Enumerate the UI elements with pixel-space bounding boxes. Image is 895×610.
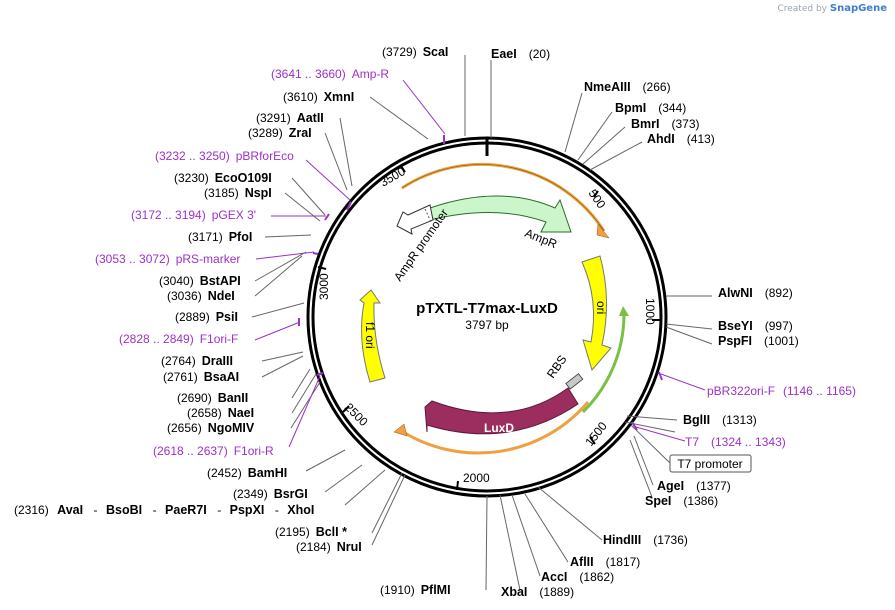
- orange-arc-top-inner: [401, 164, 605, 232]
- credit-prefix: Created by: [777, 4, 827, 14]
- green-arc: [581, 314, 626, 414]
- t7-promoter-label: T7 promoter: [677, 457, 742, 471]
- multi-site-leader: [344, 469, 386, 506]
- t7-promoter-box: [669, 454, 752, 473]
- svg-text:(3053 .. 3072)pRS-marker: (3053 .. 3072)pRS-marker: [95, 252, 240, 266]
- svg-text:(2656)NgoMIV: (2656)NgoMIV: [167, 421, 255, 435]
- svg-text:SpeI(1386): SpeI(1386): [645, 494, 718, 508]
- ori-label: ori: [594, 301, 608, 314]
- svg-text:BglII(1313): BglII(1313): [683, 413, 757, 427]
- svg-text:BseYI(997): BseYI(997): [718, 319, 793, 333]
- svg-text:(2184)NruI: (2184)NruI: [296, 540, 362, 554]
- svg-text:AhdI(413): AhdI(413): [647, 132, 715, 146]
- svg-text:AflII(1817): AflII(1817): [570, 555, 640, 569]
- svg-text:(3641 .. 3660)Amp-R: (3641 .. 3660)Amp-R: [271, 67, 389, 81]
- enzyme-leaders: [251, 55, 713, 591]
- svg-text:NmeAIII(266): NmeAIII(266): [584, 80, 671, 94]
- svg-text:AlwNI(892): AlwNI(892): [718, 286, 793, 300]
- svg-text:(3230)EcoO109I: (3230)EcoO109I: [174, 171, 272, 185]
- svg-text:pBR322ori-F(1146 .. 1165): pBR322ori-F(1146 .. 1165): [707, 384, 856, 398]
- svg-text:(3232 .. 3250)pBRforEco: (3232 .. 3250)pBRforEco: [155, 149, 294, 163]
- svg-text:(3185)NspI: (3185)NspI: [204, 186, 272, 200]
- svg-text:BpmI(344): BpmI(344): [615, 101, 686, 115]
- snapgene-logo: SnapGene: [829, 3, 887, 14]
- luxd-arrow: [424, 387, 579, 435]
- svg-text:AccI(1862): AccI(1862): [541, 570, 614, 584]
- svg-text:(1910)PflMI: (1910)PflMI: [380, 583, 451, 597]
- svg-text:(2349)BsrGI: (2349)BsrGI: [233, 487, 308, 501]
- svg-text:(2690)BanII: (2690)BanII: [177, 391, 248, 405]
- snapgene-credit: Created by SnapGene: [777, 3, 887, 14]
- svg-text:HindIII(1736): HindIII(1736): [603, 533, 688, 547]
- tick-label-3000: 3000: [317, 273, 331, 300]
- svg-text:(2889)PsiI: (2889)PsiI: [175, 310, 238, 324]
- svg-text:(3289)ZraI: (3289)ZraI: [248, 126, 312, 140]
- svg-text:PspFI(1001): PspFI(1001): [718, 334, 799, 348]
- rbs-label: RBS: [544, 352, 570, 380]
- svg-text:(3729)ScaI: (3729)ScaI: [382, 45, 448, 59]
- rbs-box: [565, 373, 584, 390]
- primer-marks: [298, 135, 663, 431]
- green-arc-head: [619, 306, 629, 316]
- svg-text:(3172 .. 3194)pGEX 3': (3172 .. 3194)pGEX 3': [131, 208, 256, 222]
- svg-text:EaeI(20): EaeI(20): [491, 47, 550, 61]
- ampr-arrow: [429, 195, 572, 233]
- svg-text:(3036)NdeI: (3036)NdeI: [167, 289, 235, 303]
- svg-text:(2828 .. 2849)F1ori-F: (2828 .. 2849)F1ori-F: [119, 332, 238, 346]
- svg-text:(3040)BstAPI: (3040)BstAPI: [159, 274, 241, 288]
- plasmid-size: 3797 bp: [465, 318, 509, 332]
- ampr-promoter-arrow: [396, 204, 434, 235]
- svg-text:(2618 .. 2637)F1ori-R: (2618 .. 2637)F1ori-R: [153, 444, 274, 458]
- svg-text:AgeI(1377): AgeI(1377): [657, 479, 731, 493]
- luxd-label: LuxD: [484, 421, 514, 435]
- orange-arc-bottom-head: [393, 423, 408, 437]
- svg-text:(3291)AatII: (3291)AatII: [256, 111, 324, 125]
- svg-text:(2761)BsaAI: (2761)BsaAI: [163, 370, 239, 384]
- orange-arc-bottom: [399, 401, 590, 455]
- primer-labels: (3641 .. 3660)Amp-R (3232 .. 3250)pBRfor…: [95, 67, 856, 458]
- primer-leaders: [254, 79, 706, 448]
- tick-marks: [317, 165, 660, 491]
- multi-site-label: (2316) AvaI - BsoBI - PaeR7I - PspXI - X…: [14, 501, 314, 518]
- ori-arrow: [581, 255, 612, 372]
- tick-label-1000: 1000: [643, 298, 657, 325]
- t7-promoter-leader: [630, 424, 671, 464]
- svg-text:XbaI(1889): XbaI(1889): [501, 585, 574, 599]
- tick-label-2500: 2500: [342, 400, 371, 429]
- svg-text:(3171)PfoI: (3171)PfoI: [188, 230, 252, 244]
- svg-text:(2452)BamHI: (2452)BamHI: [207, 466, 287, 480]
- svg-text:BmrI(373): BmrI(373): [631, 117, 700, 131]
- f1ori-label: f1 ori: [363, 322, 377, 349]
- plasmid-name: pTXTL-T7max-LuxD: [416, 300, 558, 317]
- svg-text:(2195)BclI *: (2195)BclI *: [275, 525, 347, 539]
- enzyme-labels: (3729)ScaI EaeI(20) NmeAIII(266) BpmI(34…: [159, 45, 799, 599]
- f1ori-arrow: [359, 289, 386, 383]
- tick-label-2000: 2000: [463, 471, 490, 485]
- svg-text:(2658)NaeI: (2658)NaeI: [187, 406, 254, 420]
- orange-arc-top-head: [596, 223, 610, 239]
- svg-text:(2764)DraIII: (2764)DraIII: [161, 354, 233, 368]
- svg-text:T7(1324 .. 1343): T7(1324 .. 1343): [685, 435, 786, 449]
- svg-text:(3610)XmnI: (3610)XmnI: [283, 90, 354, 104]
